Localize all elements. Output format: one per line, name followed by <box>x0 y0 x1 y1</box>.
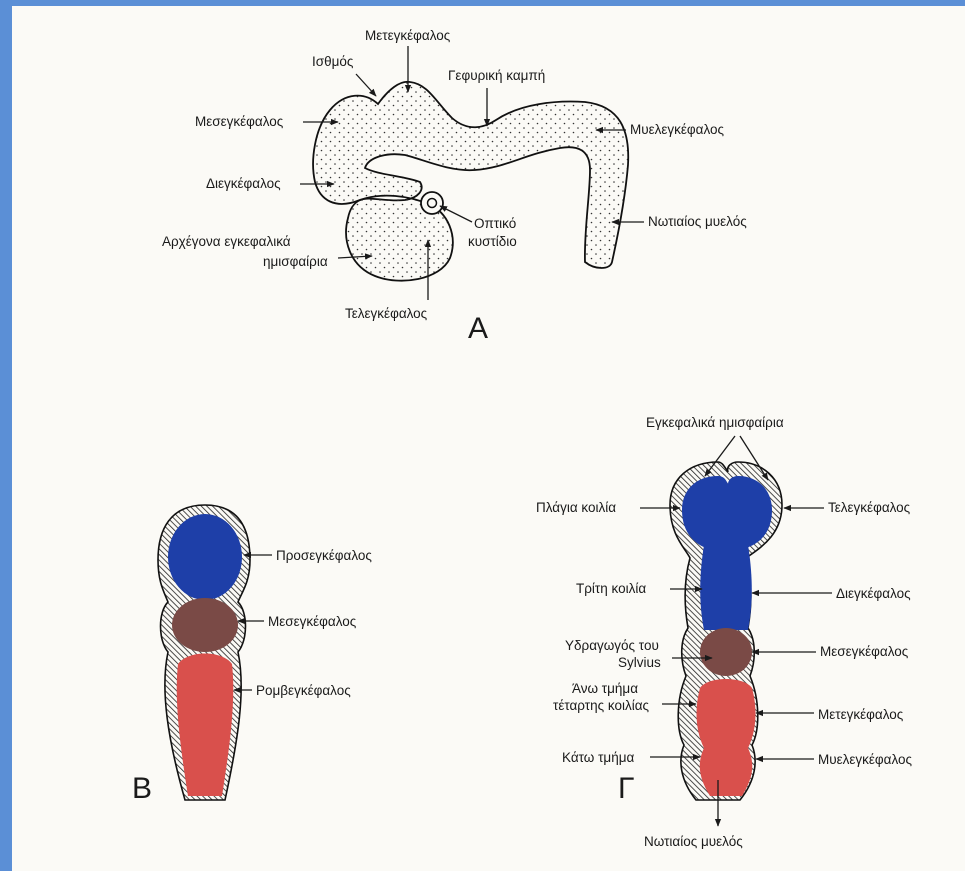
panel-a: Μετεγκέφαλος Ισθμός Γεφυρική καμπή Μεσεγ… <box>162 28 747 345</box>
panel-g-rhombencephalon <box>697 679 756 796</box>
label-a-optiko-1: Οπτικό <box>474 216 516 231</box>
label-a-optiko-2: κυστίδιο <box>468 234 517 249</box>
label-a-mesegkefalos: Μεσεγκέφαλος <box>195 114 284 129</box>
label-g-triti-koilia: Τρίτη κοιλία <box>576 581 646 596</box>
label-a-metegkefalos: Μετεγκέφαλος <box>365 28 451 43</box>
label-a-hemispheres-1: Αρχέγονα εγκεφαλικά <box>162 234 291 249</box>
panel-b-mesencephalon <box>172 598 238 652</box>
label-a-hemispheres-2: ημισφαίρια <box>263 254 328 269</box>
panel-b: Προσεγκέφαλος Μεσεγκέφαλος Ρομβεγκέφαλος… <box>132 505 372 805</box>
label-a-diegkefalos: Διεγκέφαλος <box>206 176 281 191</box>
label-b-prosegkefalos: Προσεγκέφαλος <box>276 548 372 563</box>
label-g-plagia-koilia: Πλάγια κοιλία <box>536 500 616 515</box>
label-b-mesegkefalos: Μεσεγκέφαλος <box>268 614 357 629</box>
label-g-diegkefalos: Διεγκέφαλος <box>836 586 911 601</box>
label-g-ydragogos-1: Υδραγωγός του <box>565 638 659 653</box>
panel-b-prosencephalon <box>168 514 242 600</box>
panel-g-letter: Γ <box>618 772 635 805</box>
panel-g-telencephalon <box>682 476 772 548</box>
label-g-ydragogos-2: Sylvius <box>618 655 661 670</box>
label-b-romvegkefalos: Ρομβεγκέφαλος <box>256 683 351 698</box>
panel-g: Εγκεφαλικά ημισφαίρια Πλάγια κοιλία Τελε… <box>536 415 913 849</box>
label-g-metegkefalos: Μετεγκέφαλος <box>818 707 904 722</box>
label-g-kato-tmima: Κάτω τμήμα <box>562 750 634 765</box>
panel-g-diencephalon <box>700 545 752 630</box>
label-a-myelegkefalos: Μυελεγκέφαλος <box>630 122 725 137</box>
panel-b-rhombencephalon <box>177 654 234 797</box>
panel-b-letter: B <box>132 772 152 805</box>
label-g-myelegkefalos: Μυελεγκέφαλος <box>818 752 913 767</box>
label-g-telegkefalos: Τελεγκέφαλος <box>828 500 911 515</box>
label-g-ano-2: τέταρτης κοιλίας <box>553 698 650 713</box>
label-g-ano-1: Άνω τμήμα <box>572 681 638 696</box>
panel-a-letter: A <box>468 312 488 345</box>
label-a-isthmos: Ισθμός <box>312 54 354 69</box>
label-g-hemispheres: Εγκεφαλικά ημισφαίρια <box>646 415 784 430</box>
label-g-notiaios: Νωτιαίος μυελός <box>644 834 743 849</box>
label-g-mesegkefalos: Μεσεγκέφαλος <box>820 644 909 659</box>
panel-a-optic-vesicle <box>421 192 443 214</box>
label-a-gefyriki-kampi: Γεφυρική καμπή <box>448 68 545 83</box>
panel-g-mesencephalon <box>700 628 752 676</box>
label-a-telegkefalos: Τελεγκέφαλος <box>345 306 428 321</box>
label-a-notiaios: Νωτιαίος μυελός <box>648 214 747 229</box>
